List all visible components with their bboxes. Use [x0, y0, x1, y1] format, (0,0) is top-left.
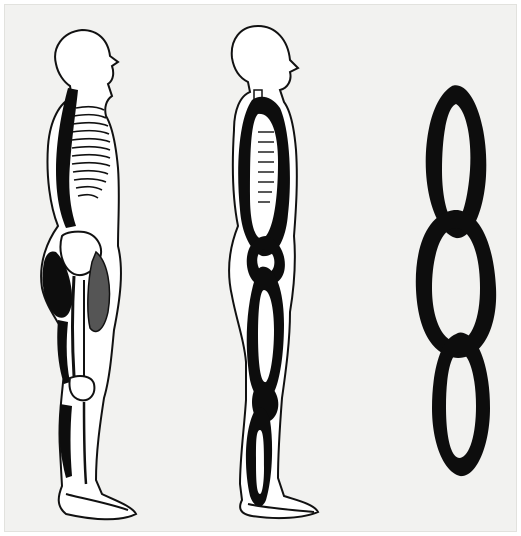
muscle-chain-figure-middle: [229, 26, 318, 518]
skeletal-figure-left: [41, 30, 136, 519]
left-femur: [73, 276, 75, 376]
chain-links-right: [416, 85, 496, 476]
left-knee: [69, 376, 94, 400]
